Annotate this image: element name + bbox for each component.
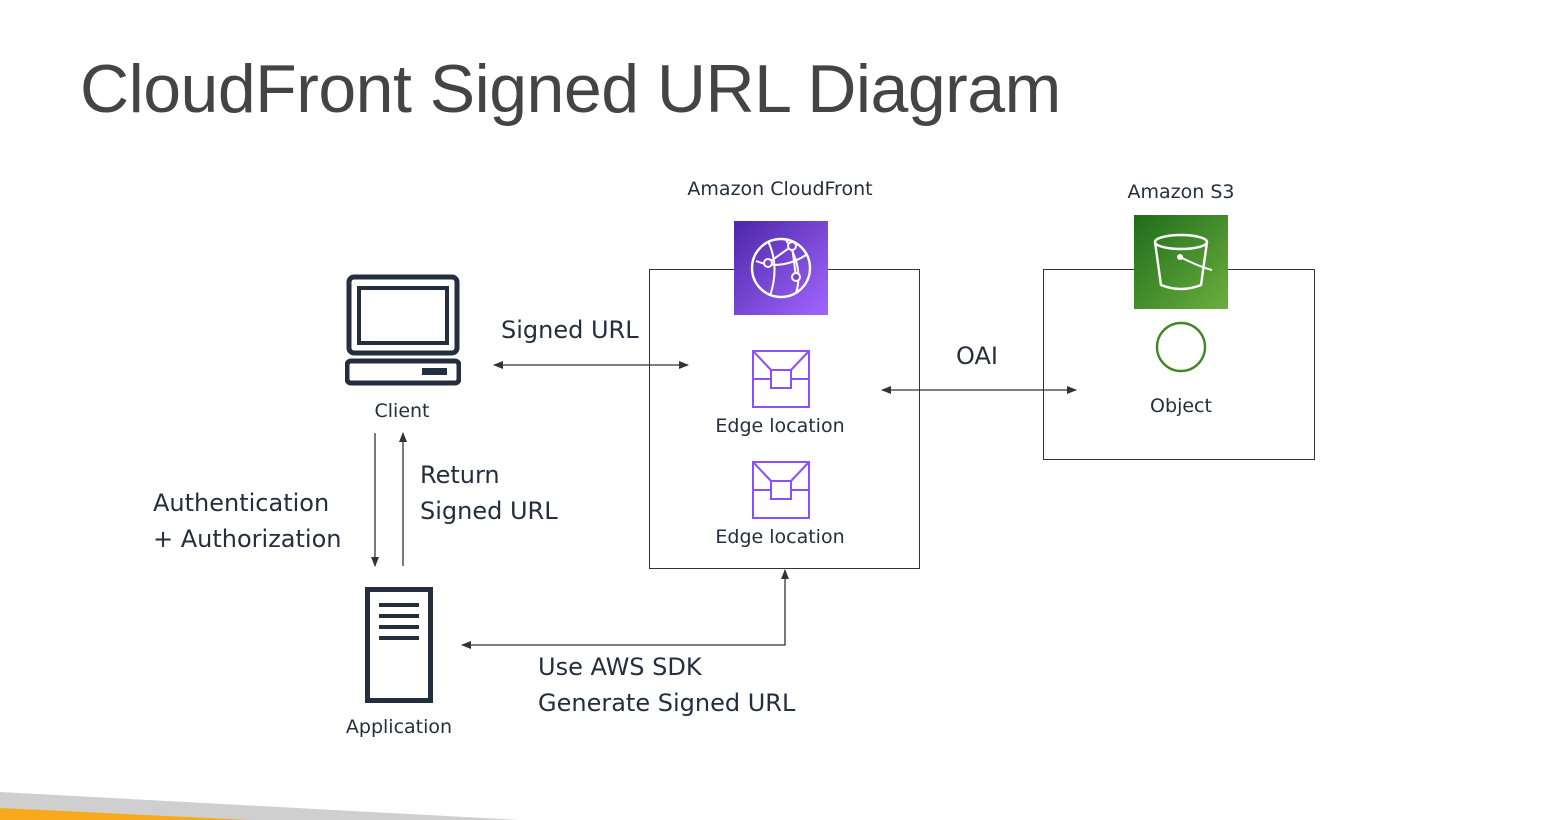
return-signed-url-label: Return Signed URL: [420, 457, 558, 529]
return-label-line: Return: [420, 461, 500, 489]
arrow-cloudfront-application: [461, 569, 789, 649]
footer-stripe-gray: [0, 792, 520, 820]
cloudfront-icon: [734, 221, 828, 315]
s3-service-label: Amazon S3: [1127, 181, 1235, 203]
footer-stripe-orange: [0, 808, 250, 820]
edge-location-label-2: Edge location: [715, 526, 845, 548]
object-label: Object: [1150, 395, 1212, 417]
return-label-line: Signed URL: [420, 497, 558, 525]
auth-label: Authentication + Authorization: [153, 485, 341, 557]
object-icon: [1155, 321, 1207, 373]
client-computer-icon: [344, 274, 462, 386]
page-title: CloudFront Signed URL Diagram: [80, 51, 1061, 127]
signed-url-label: Signed URL: [501, 316, 639, 344]
application-label: Application: [345, 716, 453, 738]
edge-location-label-1: Edge location: [715, 415, 845, 437]
auth-label-line: + Authorization: [153, 525, 342, 553]
s3-bucket-icon: [1134, 215, 1228, 309]
auth-label-line: Authentication: [153, 489, 330, 517]
sdk-label: Use AWS SDK Generate Signed URL: [538, 649, 795, 721]
cloudfront-service-label: Amazon CloudFront: [687, 178, 873, 200]
edge-location-icon: [752, 350, 810, 408]
sdk-label-line: Use AWS SDK: [538, 653, 702, 681]
edge-location-icon: [752, 461, 810, 519]
client-label: Client: [374, 400, 430, 422]
application-server-icon: [365, 587, 433, 703]
sdk-label-line: Generate Signed URL: [538, 689, 796, 717]
oai-label: OAI: [956, 342, 998, 370]
